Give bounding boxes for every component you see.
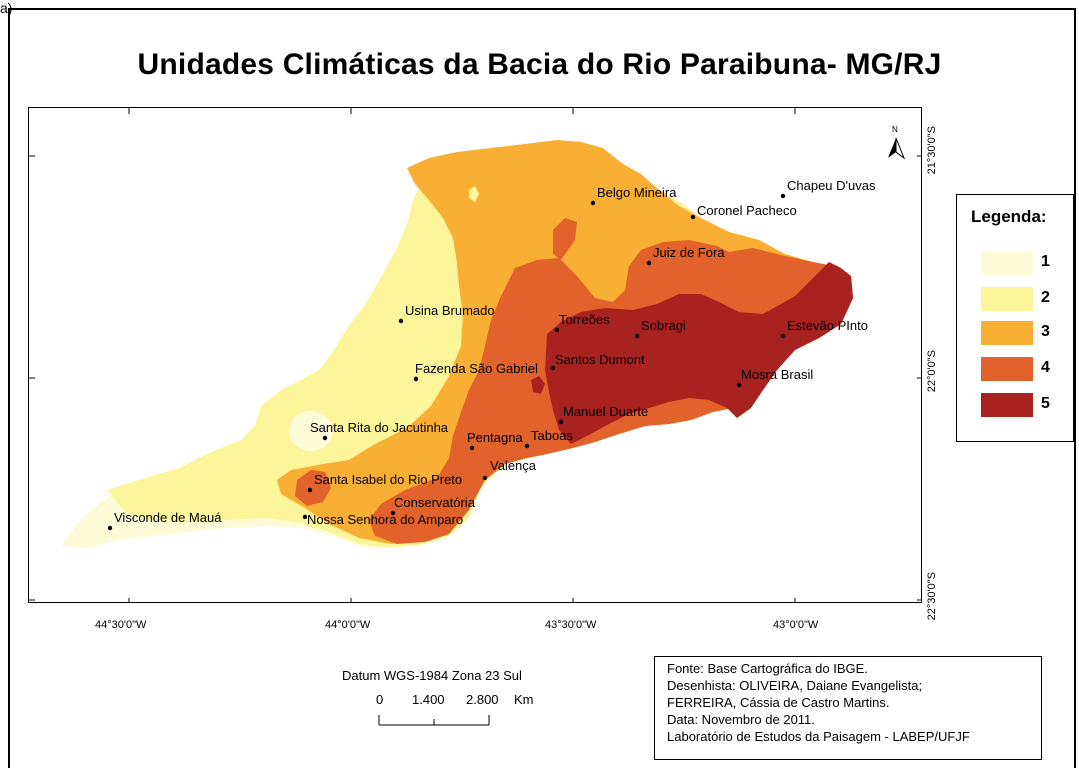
legend-label: 3 [1041,323,1050,340]
city-markers: Chapeu D'uvas Belgo Mineira Coronel Pach… [107,178,876,531]
scale-label: 1.400 [412,692,445,707]
source-box: Fonte: Base Cartográfica do IBGE. Desenh… [654,656,1042,760]
source-line: FERREIRA, Cássia de Castro Martins. [667,695,890,710]
legend-swatch [981,251,1033,275]
city-label-mosra-brasil: Mosra Brasil [741,367,813,382]
city-label-juiz-de-fora: Juiz de Fora [653,245,725,260]
city-label-belgo-mineira: Belgo Mineira [597,185,677,200]
scale-unit: Km [514,692,534,707]
legend-item: 2 [981,287,1071,311]
scale-label: 0 [376,692,384,707]
figure-frame [8,8,1076,768]
legend-label: 5 [1041,395,1050,412]
legend-label: 2 [1041,289,1050,306]
legend-item: 5 [981,393,1071,417]
zone-5-area [545,262,853,444]
zone-1-patch [289,411,333,451]
legend-title: Legenda: [971,207,1047,226]
latitude-label: 21°30'0"S [926,126,938,175]
city-label-manuel-duarte: Manuel Duarte [563,404,648,419]
source-line: Desenhista: OLIVEIRA, Daiane Evangelista… [667,678,923,693]
scale-bar [378,715,490,726]
city-label-nossa-senhora-do-amparo: Nossa Senhora do Amparo [307,512,463,527]
city-label-visconde-de-maua: Visconde de Mauá [114,510,222,525]
city-label-fazenda-sao-gabriel: Fazenda São Gabriel [415,361,538,376]
latitude-label: 22°30'0"S [926,572,938,621]
svg-text:N: N [892,125,898,134]
city-label-usina-brumado: Usina Brumado [405,303,495,318]
city-label-taboas: Taboas [531,428,573,443]
source-line: Laboratório de Estudos da Paisagem - LAB… [667,729,970,744]
longitude-label: 43°30'0"W [545,619,597,631]
legend-item: 4 [981,357,1071,381]
longitude-label: 43°0'0"W [773,619,819,631]
map-title: Unidades Climáticas da Bacia do Rio Para… [137,48,942,81]
city-label-pentagna: Pentagna [467,430,523,445]
scale-label: 2.800 [466,692,499,707]
legend-item: 1 [981,251,1071,275]
datum-label: Datum WGS-1984 Zona 23 Sul [342,668,522,683]
source-line: Fonte: Base Cartográfica do IBGE. [667,661,868,676]
map-canvas: N Chapeu D'uvas Belgo Mineira Coronel Pa… [29,108,921,602]
legend: Legenda: 1 2 3 4 5 [956,194,1074,442]
latitude-label: 22°0'0"S [926,350,938,393]
longitude-label: 44°30'0"W [95,619,147,631]
zone-5-patch [531,376,545,394]
map-frame: N Chapeu D'uvas Belgo Mineira Coronel Pa… [28,107,922,603]
city-label-conservatoria: Conservatória [394,495,476,510]
city-label-santos-dumont: Santos Dumont [555,352,645,367]
legend-item: 3 [981,321,1071,345]
zone-4-patch [295,470,331,506]
city-label-coronel-pacheco: Coronel Pacheco [697,203,797,218]
city-label-chapeu-duvas: Chapeu D'uvas [787,178,876,193]
legend-swatch [981,287,1033,311]
zone-3-patch [553,218,577,260]
city-label-valenca: Valença [490,458,537,473]
legend-swatch [981,393,1033,417]
city-label-estevao-pinto: Estevão PInto [787,318,868,333]
graticule-ticks [29,108,921,602]
legend-label: 4 [1041,359,1050,376]
city-label-santa-rita-do-jacutinha: Santa Rita do Jacutinha [310,420,449,435]
legend-swatch [981,357,1033,381]
longitude-label: 44°0'0"W [325,619,371,631]
city-label-santa-isabel-do-rio-preto: Santa Isabel do Rio Preto [314,472,462,487]
legend-swatch [981,321,1033,345]
legend-label: 1 [1041,253,1050,270]
zone-3-hole [469,186,479,202]
source-line: Data: Novembro de 2011. [667,712,815,727]
city-label-sobragi: Sobragi [641,318,686,333]
city-label-torreoes: Torreões [559,312,610,327]
north-arrow-icon: N [888,125,906,160]
